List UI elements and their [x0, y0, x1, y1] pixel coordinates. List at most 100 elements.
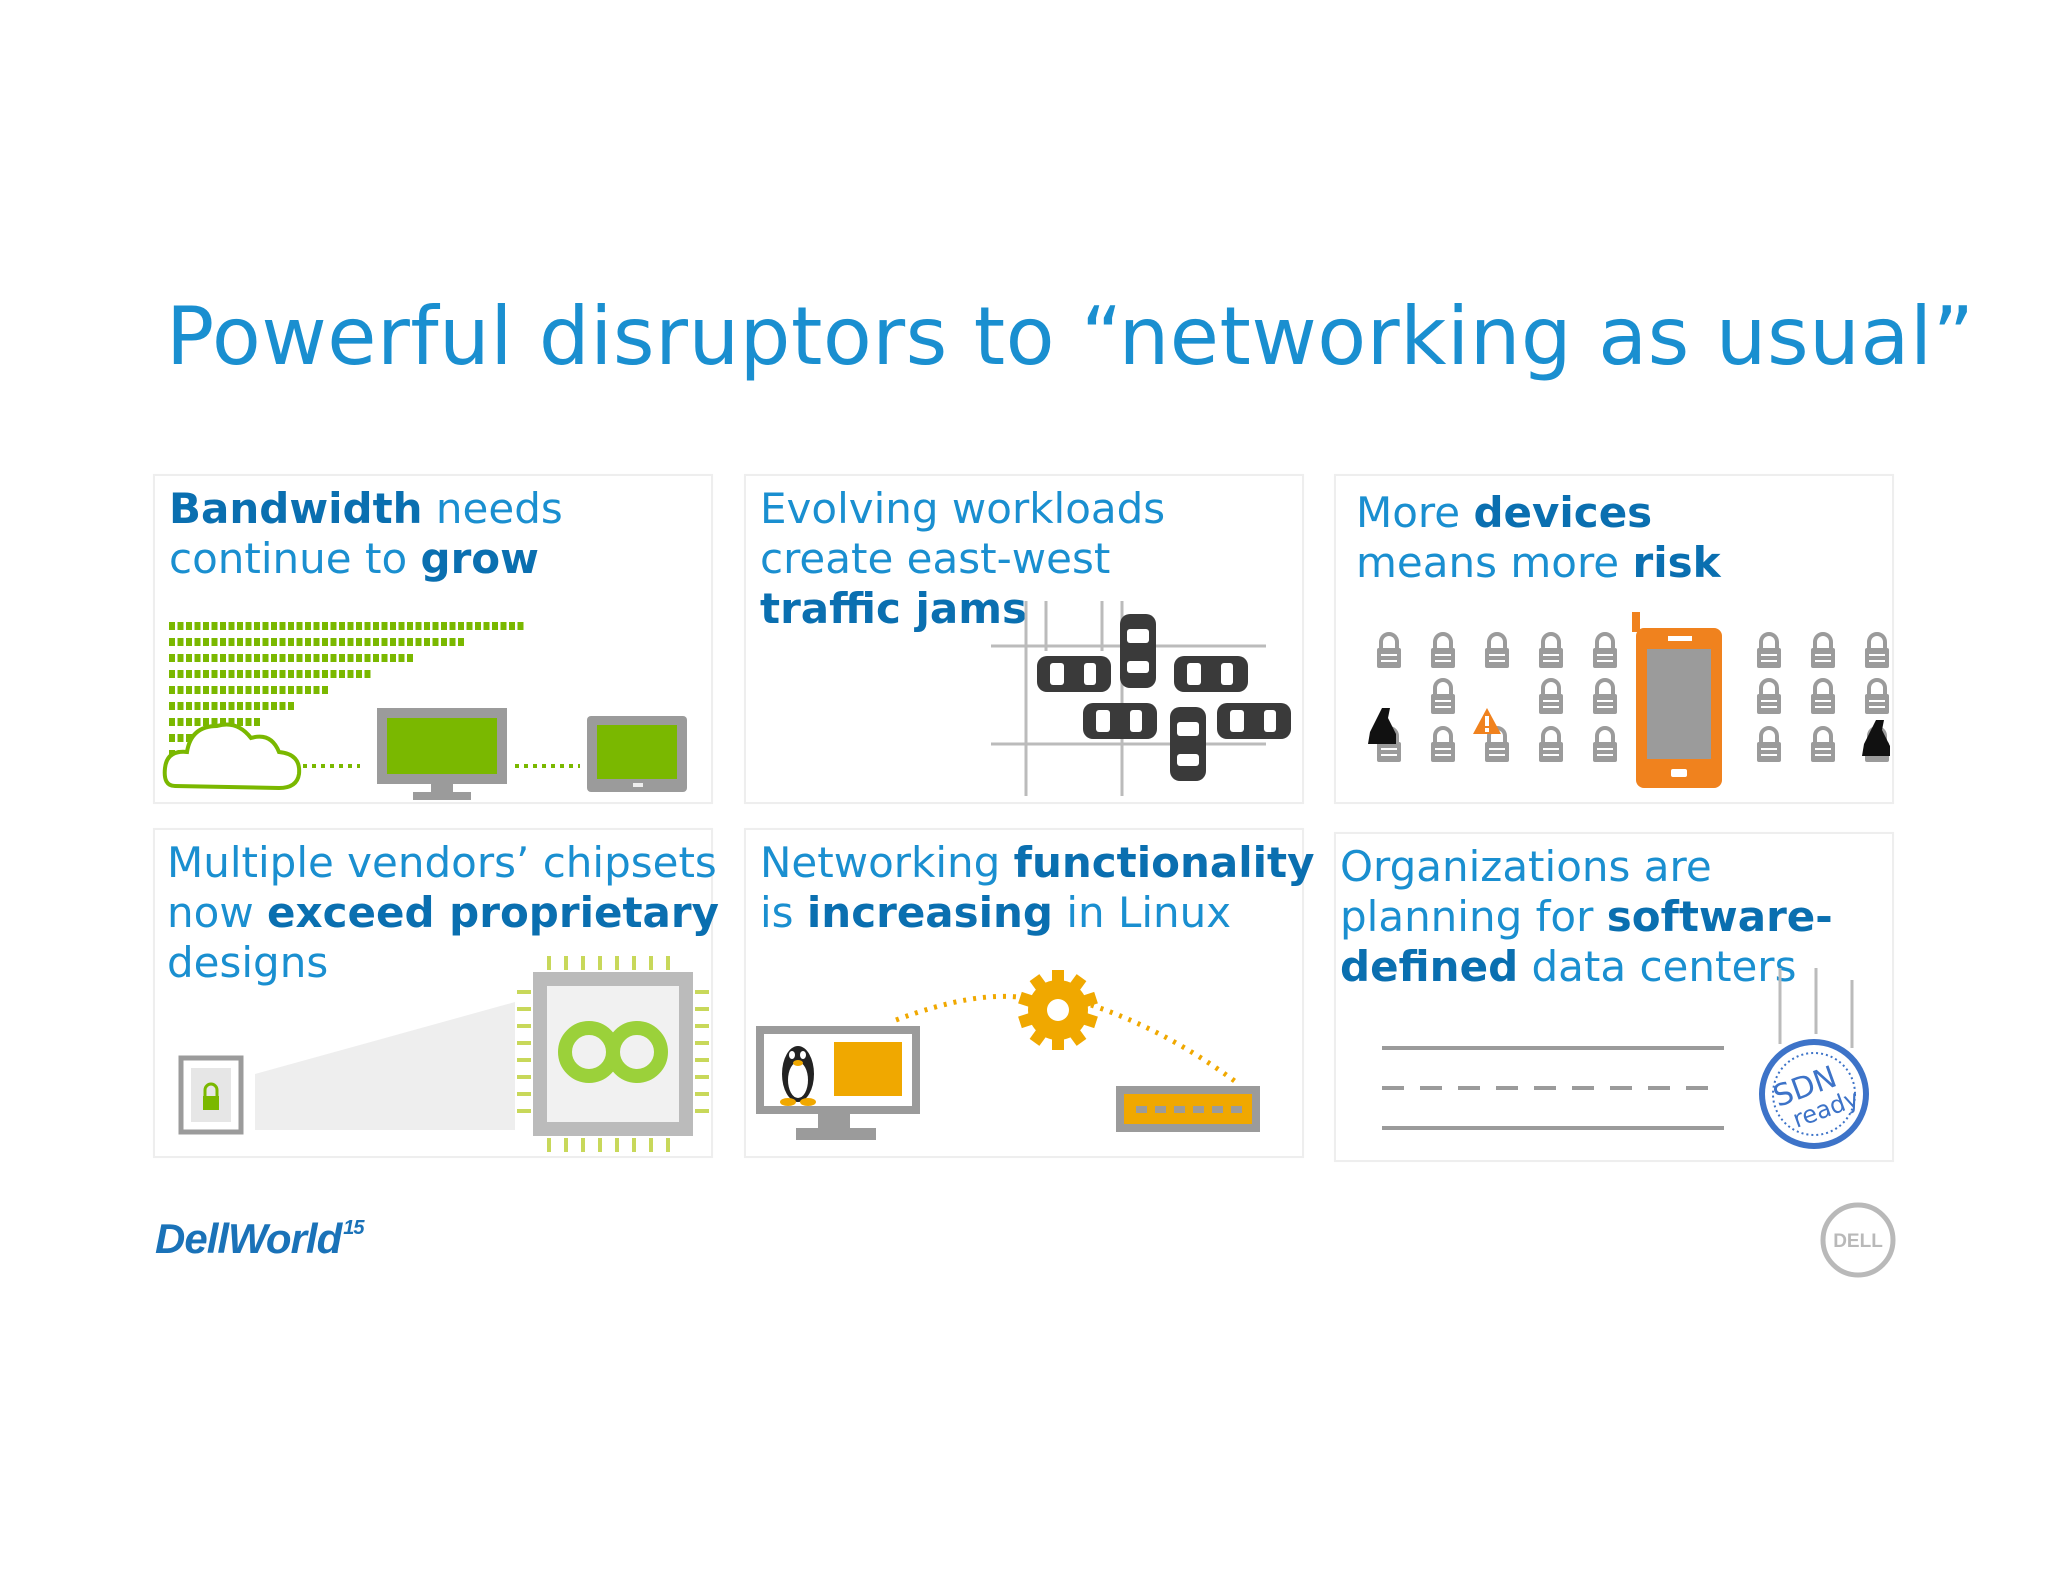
linux-penguin-icon: [780, 1046, 816, 1106]
padlock-icon: [1539, 632, 1563, 668]
dellworld-logo-text: DellWorld: [155, 1215, 342, 1262]
padlock-icon: [1539, 726, 1563, 762]
card-text-line: Multiple vendors’ chipsets: [167, 838, 719, 888]
card-text-normal: planning for: [1340, 892, 1607, 941]
padlock-icon: [1485, 726, 1509, 762]
card-text-normal: Organizations are: [1340, 842, 1712, 891]
card-text-line: means more risk: [1356, 538, 1721, 588]
card-text-bold: traffic jams: [760, 584, 1027, 633]
warning-icon: [1473, 708, 1501, 734]
slide-title: Powerful disruptors to “networking as us…: [166, 290, 1975, 383]
card-text-bold: increasing: [806, 888, 1053, 937]
card-text-bold: functionality: [1013, 838, 1315, 887]
hacker-icon: [1368, 708, 1890, 756]
car-icon: [1217, 703, 1291, 739]
card-text-normal: data centers: [1518, 942, 1797, 991]
card-text-bold: software-: [1606, 892, 1833, 941]
card-text-line: continue to grow: [169, 534, 563, 584]
card-text-bold: exceed proprietary: [267, 888, 719, 937]
card-text-normal: continue to: [169, 534, 421, 583]
network-switch-icon: [1116, 1086, 1260, 1132]
card-text-normal: in Linux: [1053, 888, 1232, 937]
card-text-line: More devices: [1356, 488, 1721, 538]
card-text-line: designs: [167, 938, 719, 988]
car-icon: [1174, 656, 1248, 692]
padlock-icon: [1485, 632, 1509, 668]
card-text-bold: grow: [420, 534, 539, 583]
padlock-icon: [1593, 726, 1617, 762]
card-text-normal: now: [167, 888, 268, 937]
card-text-normal: More: [1356, 488, 1474, 537]
card-text-normal: designs: [167, 938, 329, 987]
sdn-ready-badge-icon: SDN ready: [1759, 1039, 1869, 1149]
padlock-icon: [1811, 678, 1835, 714]
tablet-icon: [587, 716, 687, 792]
chipset-illustration: [178, 956, 709, 1152]
dell-logo-text: DELL: [1833, 1231, 1883, 1252]
card-text-normal: needs: [422, 484, 563, 533]
bandwidth-bars-icon: [169, 622, 524, 758]
padlock-icon: [1811, 726, 1835, 762]
sdn-road-illustration: SDN ready: [1382, 968, 1869, 1149]
small-chip-icon: [178, 1055, 244, 1135]
card-text-bold: defined: [1340, 942, 1519, 991]
card-text-bold: risk: [1632, 538, 1721, 587]
card-text-line: Networking functionality: [760, 838, 1314, 888]
gear-icon: [1018, 970, 1098, 1050]
padlock-icon: [1593, 678, 1617, 714]
card-text-normal: create east-west: [760, 534, 1111, 583]
car-icon: [1083, 703, 1157, 739]
padlock-icon: [1593, 632, 1617, 668]
car-icons: [1037, 614, 1291, 781]
card-text-line: traffic jams: [760, 584, 1165, 634]
padlock-icon: [1539, 678, 1563, 714]
large-chip-icon: [517, 956, 709, 1152]
card-text-line: Bandwidth needs: [169, 484, 563, 534]
padlock-icon: [1377, 632, 1401, 668]
traffic-jam-illustration: [991, 601, 1291, 796]
card-text-normal: Multiple vendors’ chipsets: [167, 838, 717, 887]
padlock-icon: [1757, 632, 1781, 668]
padlock-icon: [1431, 678, 1455, 714]
card-text-bold: Bandwidth: [169, 484, 423, 533]
padlock-icon: [1757, 726, 1781, 762]
car-icon: [1170, 707, 1206, 781]
padlock-icon: [1431, 632, 1455, 668]
card-text-normal: is: [760, 888, 807, 937]
car-icon: [1120, 614, 1156, 688]
card-text-line: defined data centers: [1340, 942, 1833, 992]
padlock-icon: [1811, 632, 1835, 668]
linux-illustration: [756, 970, 1260, 1140]
dell-logo-icon: DELL: [1820, 1202, 1896, 1278]
bandwidth-illustration: [162, 622, 687, 800]
padlock-icon: [1865, 678, 1889, 714]
padlock-icon: [1431, 726, 1455, 762]
card-text-normal: Networking: [760, 838, 1014, 887]
card-text-line: Organizations are: [1340, 842, 1833, 892]
card-text-normal: Evolving workloads: [760, 484, 1166, 533]
car-icon: [1037, 656, 1111, 692]
card-text-line: is increasing in Linux: [760, 888, 1314, 938]
computer-monitor-icon: [756, 1026, 920, 1140]
card-text-bold: devices: [1473, 488, 1653, 537]
padlock-icon: [1757, 678, 1781, 714]
card-text-line: Evolving workloads: [760, 484, 1165, 534]
smartphone-icon: [1632, 612, 1722, 788]
card-text-line: planning for software-: [1340, 892, 1833, 942]
card-text-line: now exceed proprietary: [167, 888, 719, 938]
padlock-icon: [1865, 632, 1889, 668]
card-text-normal: means more: [1356, 538, 1633, 587]
devices-risk-illustration: [1368, 612, 1890, 788]
cloud-icon: [162, 722, 302, 791]
